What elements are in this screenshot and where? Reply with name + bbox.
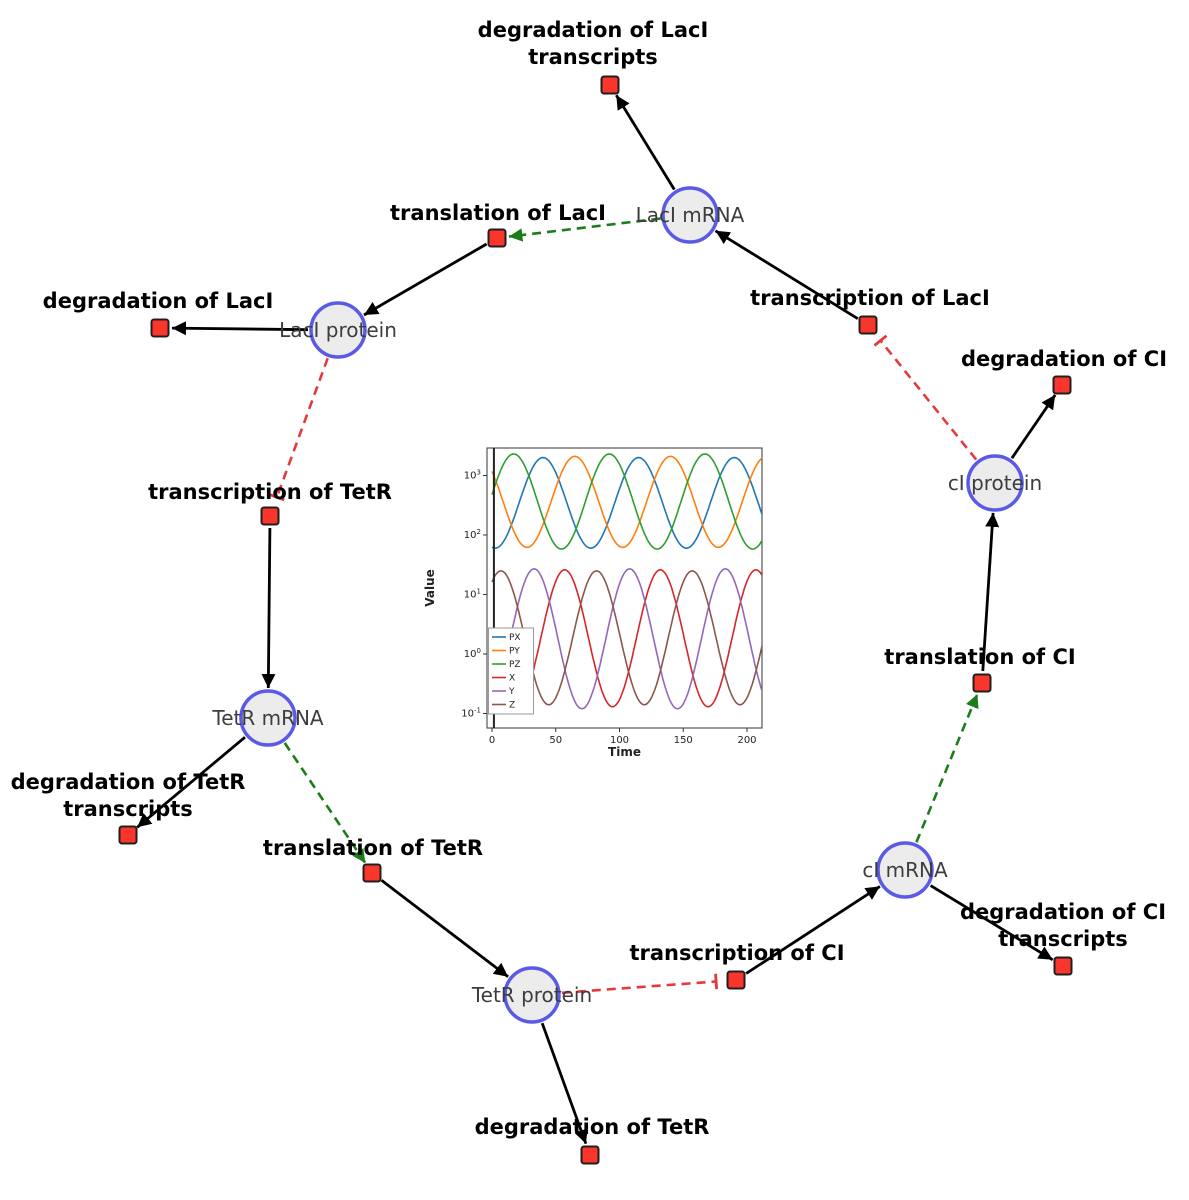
legend-label-Z: Z [509, 701, 515, 711]
reaction-label-deg_TetR_tx-line1: degradation of TetR [11, 770, 246, 794]
reaction-node-transcription_CI [726, 970, 746, 990]
x-tick-label: 200 [737, 735, 756, 746]
reaction-label-deg_CI_tx-line1: degradation of CI [960, 900, 1166, 924]
edge-production-transcription_LacI-LacI_mRNA [714, 229, 859, 320]
legend-label-X: X [509, 674, 515, 684]
reaction-label-translation_LacI: translation of LacI [390, 201, 606, 225]
legend-label-PX: PX [509, 633, 521, 643]
x-axis-title: Time [608, 745, 641, 759]
series-line-PZ [491, 453, 762, 550]
edge-consumption-cI_mRNA-deg_CI_tx [929, 884, 1054, 961]
species-label-cI_protein: cI protein [948, 471, 1042, 495]
reaction-label-deg_CI: degradation of CI [961, 347, 1167, 371]
edge-consumption-cI_protein-deg_CI [1010, 394, 1057, 459]
reaction-node-deg_LacI [150, 318, 170, 338]
reaction-label-deg_TetR_tx-line2: transcripts [63, 797, 193, 821]
edge-inhibition-TetR_protein-transcription_CI [561, 973, 719, 995]
y-tick-label: 10-1 [461, 707, 481, 720]
reaction-label-deg_TetR: degradation of TetR [475, 1115, 710, 1139]
reaction-label-deg_LacI_tx-line1: degradation of LacI [478, 18, 709, 42]
edge-production-translation_CI-cI_protein [981, 512, 1000, 672]
series-line-Z [491, 569, 762, 706]
reaction-node-transcription_TetR [260, 506, 280, 526]
legend-label-Y: Y [508, 687, 515, 697]
reaction-node-deg_LacI_tx [600, 75, 620, 95]
x-tick-label: 0 [489, 735, 495, 746]
edge-inhibition-cI_protein-transcription_LacI [873, 334, 978, 461]
legend-label-PZ: PZ [509, 660, 521, 670]
reaction-node-deg_TetR_tx [118, 825, 138, 845]
species-node-TetR_protein [503, 966, 561, 1024]
species-node-LacI_protein [309, 301, 367, 359]
edges-layer [136, 94, 1057, 1145]
edge-consumption-LacI_mRNA-deg_LacI_tx [615, 94, 676, 191]
chart-legend: PX PY PZ XYZ [488, 627, 534, 715]
reaction-label-translation_CI: translation of CI [884, 645, 1075, 669]
edge-production-transcription_CI-cI_mRNA [745, 885, 881, 975]
species-node-cI_mRNA [876, 841, 934, 899]
reaction-node-translation_TetR [362, 863, 382, 883]
series-line-Y [491, 567, 762, 710]
x-tick-label: 50 [549, 735, 562, 746]
reaction-label-transcription_LacI: transcription of LacI [750, 286, 990, 310]
edge-production-translation_TetR-TetR_protein [380, 879, 509, 978]
species-node-TetR_mRNA [239, 689, 297, 747]
reaction-label-translation_TetR: translation of TetR [263, 836, 483, 860]
species-label-cI_mRNA: cI mRNA [862, 858, 948, 882]
reaction-node-deg_CI [1052, 375, 1072, 395]
edge-consumption-LacI_protein-deg_LacI [171, 321, 309, 336]
species-label-LacI_protein: LacI protein [279, 318, 397, 342]
reaction-label-deg_LacI: degradation of LacI [43, 289, 274, 313]
edge-modifier-TetR_mRNA-translation_TetR [283, 742, 367, 864]
series-line-X [491, 568, 762, 708]
edge-consumption-TetR_mRNA-deg_TetR_tx [136, 736, 246, 829]
edge-consumption-TetR_protein-deg_TetR [540, 1022, 588, 1145]
y-axis-title: Value [423, 569, 437, 607]
reaction-label-transcription_TetR: transcription of TetR [148, 480, 392, 504]
species-node-LacI_mRNA [661, 186, 719, 244]
legend-box [488, 627, 534, 715]
reaction-node-deg_CI_tx [1053, 956, 1073, 976]
reaction-node-deg_TetR [580, 1145, 600, 1165]
edge-production-transcription_TetR-TetR_mRNA [261, 527, 276, 689]
series-line-PY [491, 455, 762, 549]
reaction-node-translation_CI [972, 673, 992, 693]
x-tick-label: 150 [674, 735, 693, 746]
reaction-label-deg_LacI_tx-line2: transcripts [528, 45, 658, 69]
y-tick-label: 102 [464, 528, 481, 541]
legend-label-PY: PY [509, 647, 520, 657]
edge-production-translation_LacI-LacI_protein [363, 242, 488, 317]
reaction-label-transcription_CI: transcription of CI [629, 941, 844, 965]
y-tick-label: 101 [464, 588, 481, 601]
y-tick-label: 103 [464, 469, 481, 482]
species-node-cI_protein [966, 454, 1024, 512]
reaction-label-deg_CI_tx-line2: transcripts [998, 927, 1128, 951]
species-label-TetR_mRNA: TetR mRNA [211, 706, 324, 730]
species-label-LacI_mRNA: LacI mRNA [636, 203, 745, 227]
species-label-TetR_protein: TetR protein [471, 983, 592, 1007]
y-tick-label: 100 [464, 647, 481, 660]
x-tick-label: 100 [610, 735, 629, 746]
series-line-PX [491, 456, 762, 549]
edge-modifier-cI_mRNA-translation_CI [915, 693, 979, 843]
edge-modifier-LacI_mRNA-translation_LacI [508, 217, 661, 242]
edge-inhibition-LacI_protein-transcription_TetR [269, 357, 329, 502]
reaction-node-transcription_LacI [858, 315, 878, 335]
nodes-layer [118, 75, 1073, 1165]
reaction-node-translation_LacI [487, 228, 507, 248]
